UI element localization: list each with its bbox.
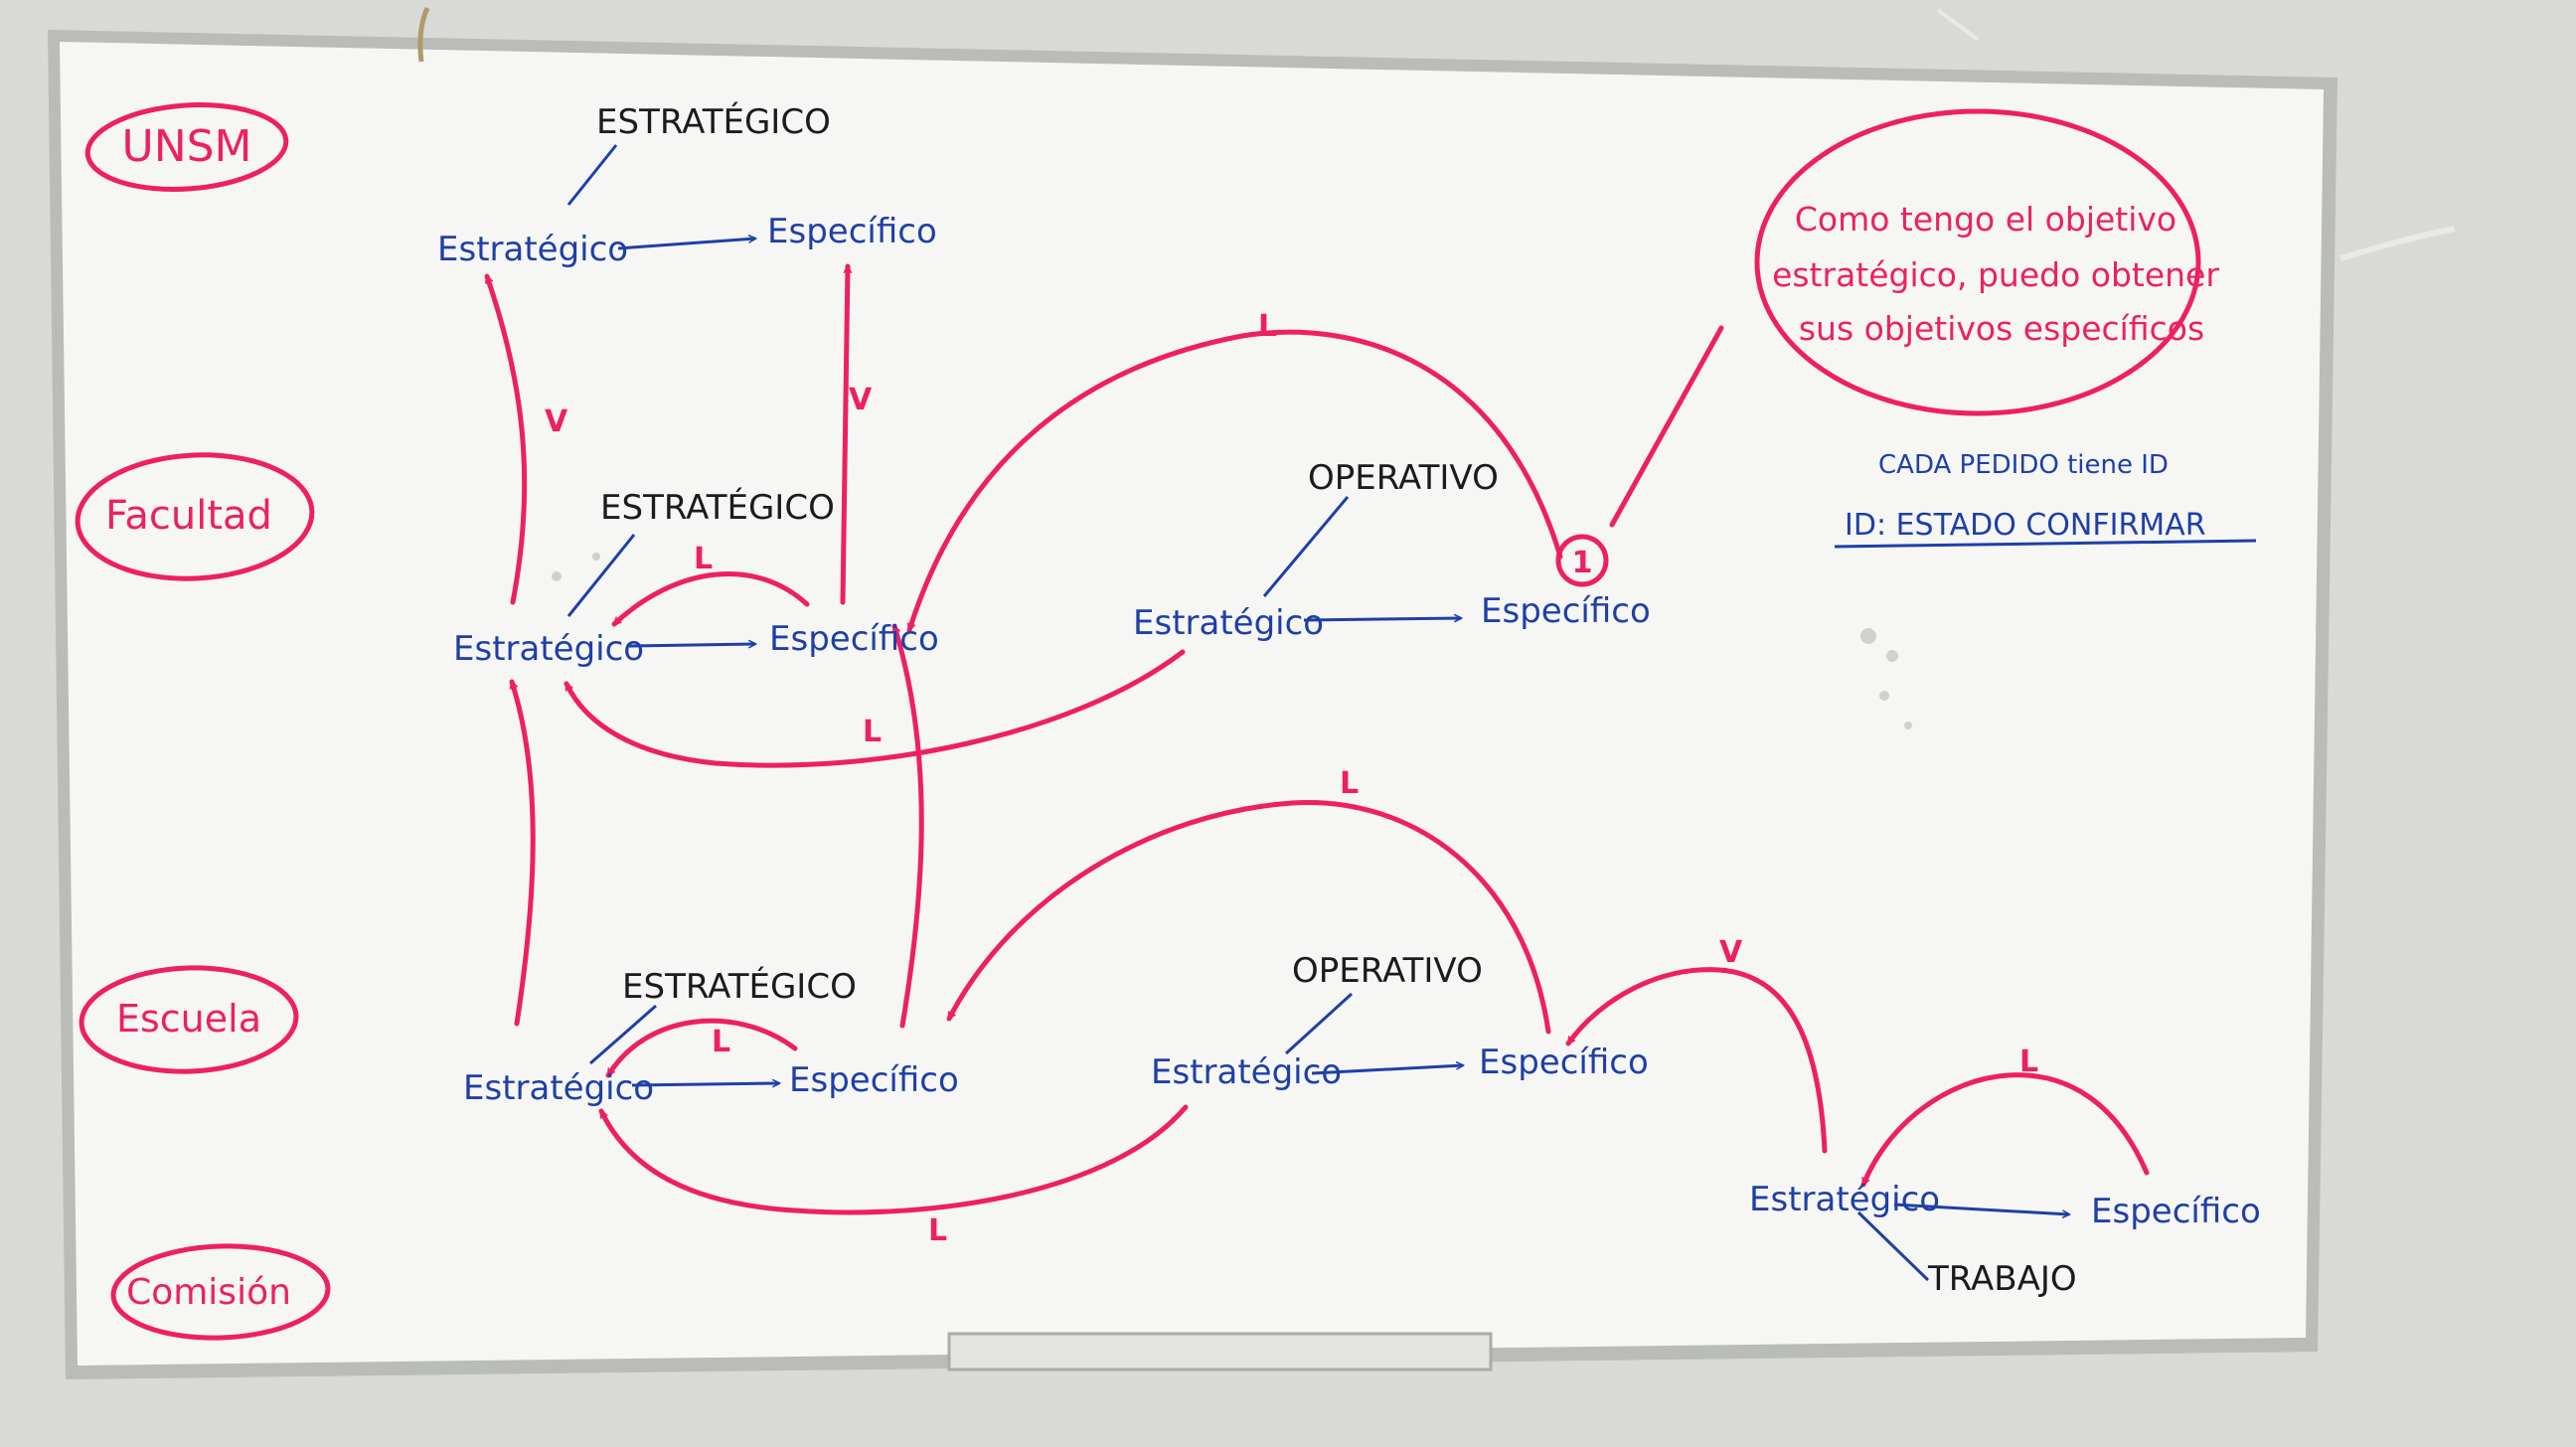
annotation-trabajo: TRABAJO	[1927, 1259, 2077, 1299]
node-esc-especifico: Específico	[789, 1060, 959, 1100]
badge-1: 1	[1555, 534, 1609, 587]
hanging-string	[417, 6, 430, 63]
edge-label-l: L	[928, 1213, 947, 1248]
arrow-esc-to-fac-estrategico	[509, 679, 536, 1027]
node-esc-op-especifico: Específico	[1479, 1043, 1649, 1082]
arrow-esc-op-estrategico-especifico	[1311, 1065, 1463, 1075]
arrow-esc-to-fac-especifico	[891, 623, 924, 1029]
arrow-esc-estrategico-especifico	[631, 1083, 779, 1085]
arrow-fac-to-unsm-especifico	[840, 263, 848, 605]
arrow-op-to-esc-estrategico	[598, 1104, 1189, 1215]
blue-arrows	[617, 239, 2069, 1214]
side-note-line-2: ID: ESTADO CONFIRMAR	[1845, 508, 2206, 543]
arrow-fac-to-unsm-estrategico	[484, 273, 528, 605]
edge-label-v: V	[1719, 935, 1743, 970]
arrow-op-to-fac-estrategico	[564, 649, 1186, 768]
node-com-especifico: Específico	[2091, 1192, 2261, 1231]
badge-text: 1	[1572, 546, 1593, 580]
arrow-op-to-fac-especifico	[906, 329, 1563, 633]
arrow-op-to-esc-especifico	[946, 799, 1551, 1035]
annotation-operativo: OPERATIVO	[1292, 951, 1483, 991]
nodes: Estratégico Específico Estratégico Espec…	[437, 212, 2261, 1231]
arrow-com-especifico-loop	[1860, 1072, 2150, 1188]
node-unsm-especifico: Específico	[767, 212, 937, 251]
level-unsm: UNSM	[84, 102, 289, 192]
edge-label-v: V	[545, 404, 568, 439]
side-notes: CADA PEDIDO tiene ID ID: ESTADO CONFIRMA…	[1834, 450, 2257, 549]
node-fac-op-especifico: Específico	[1481, 591, 1651, 631]
side-note-underline	[1834, 539, 2257, 549]
edge-label-l: L	[2019, 1045, 2038, 1079]
arrow-com-to-esc-op	[1565, 967, 1828, 1154]
arrow-fac-op-estrategico-especifico	[1303, 618, 1461, 620]
node-esc-estrategico: Estratégico	[463, 1068, 654, 1108]
smudges	[552, 553, 1912, 729]
arrow-esc-especifico-loop	[605, 1018, 798, 1078]
edge-label-l: L	[863, 715, 882, 749]
red-arrows	[484, 263, 2150, 1215]
level-comision: Comisión	[110, 1243, 331, 1341]
annotation-operativo: OPERATIVO	[1308, 458, 1499, 498]
edge-label-v: V	[849, 383, 873, 417]
side-note-line-1: CADA PEDIDO tiene ID	[1878, 450, 2169, 480]
callout-note: Como tengo el objetivo estratégico, pued…	[1754, 108, 2219, 416]
note-line-2: estratégico, puedo obtener	[1772, 255, 2219, 294]
node-fac-op-estrategico: Estratégico	[1133, 603, 1324, 643]
edge-label-l: L	[712, 1025, 730, 1059]
arrow-fac-especifico-loop	[611, 570, 810, 627]
level-label: Facultad	[105, 493, 272, 539]
rope-right	[2339, 226, 2456, 261]
edge-label-l: L	[1258, 309, 1277, 344]
arrow-com-estrategico-especifico	[1893, 1203, 2069, 1214]
node-esc-op-estrategico: Estratégico	[1151, 1052, 1342, 1092]
node-fac-especifico: Específico	[769, 619, 939, 659]
edge-label-l: L	[1340, 766, 1359, 801]
note-line-1: Como tengo el objetivo	[1795, 200, 2176, 239]
hanging-string-right	[1936, 8, 1980, 42]
level-label: UNSM	[121, 121, 251, 172]
node-unsm-estrategico: Estratégico	[437, 230, 628, 269]
note-line-3: sus objetivos específicos	[1799, 309, 2204, 348]
annotations: ESTRATÉGICO ESTRATÉGICO OPERATIVO ESTRAT…	[596, 101, 2077, 1299]
edge-label-l: L	[694, 542, 713, 576]
node-fac-estrategico: Estratégico	[453, 629, 644, 669]
arrow-fac-estrategico-especifico	[627, 644, 755, 646]
annotation-estrategico: ESTRATÉGICO	[622, 966, 857, 1007]
level-facultad: Facultad	[75, 452, 315, 581]
annotation-estrategico: ESTRATÉGICO	[600, 487, 835, 528]
annotation-estrategico: ESTRATÉGICO	[596, 101, 831, 142]
annotation-ticks	[566, 144, 1930, 1282]
level-label: Comisión	[126, 1272, 291, 1313]
board-surface	[60, 42, 2324, 1366]
level-escuela: Escuela	[79, 965, 299, 1074]
note-leader-line	[1609, 325, 1724, 528]
edge-markers: V V L L L L L L V L	[545, 309, 2038, 1248]
node-com-estrategico: Estratégico	[1749, 1180, 1940, 1219]
arrow-unsm-estrategico-especifico	[617, 239, 755, 250]
level-label: Escuela	[116, 997, 261, 1041]
marker-tray	[947, 1332, 1493, 1371]
